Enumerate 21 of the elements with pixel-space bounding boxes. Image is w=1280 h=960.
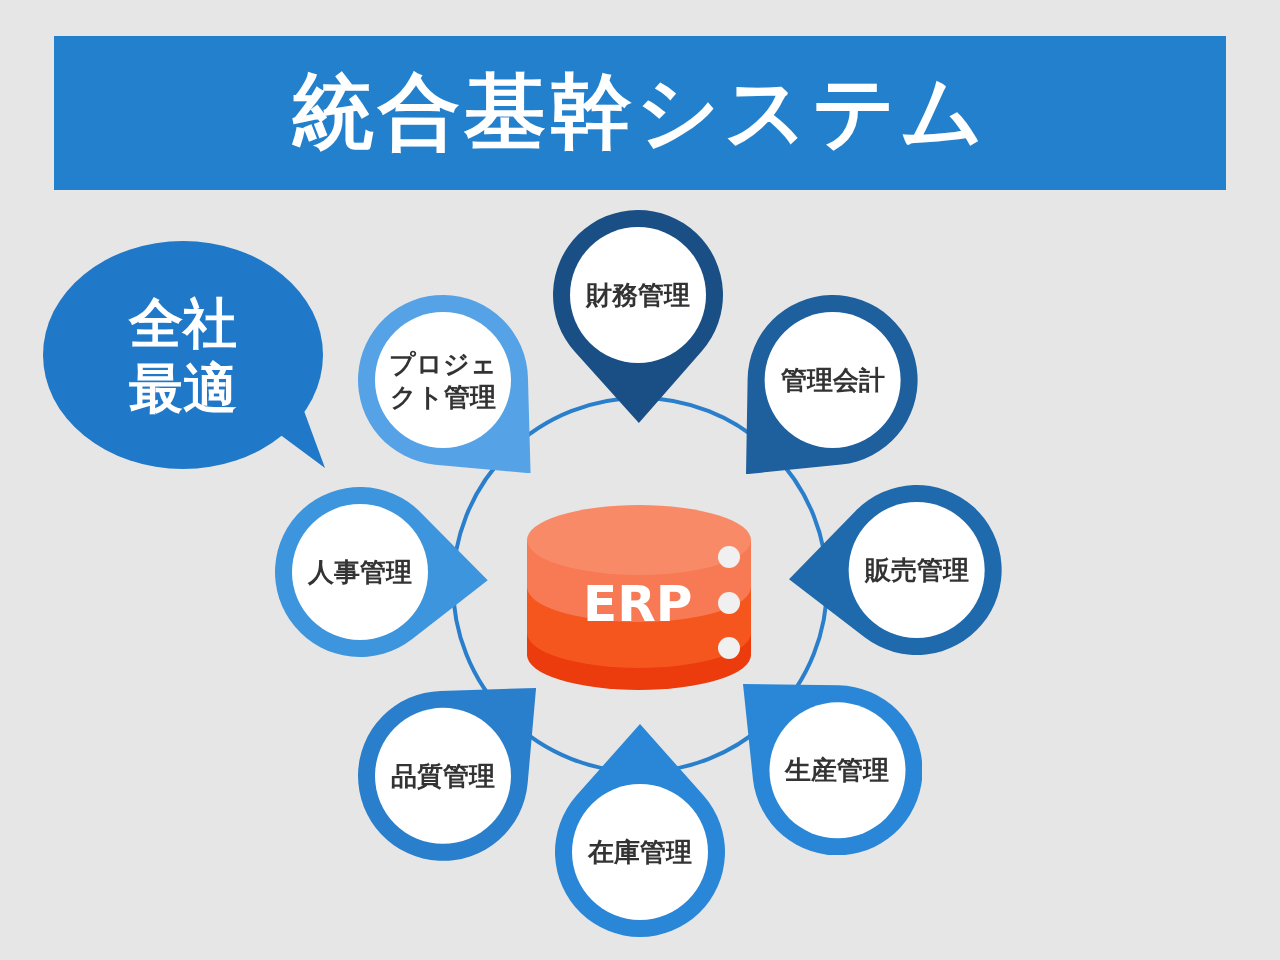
- node-label: ERP: [583, 575, 693, 633]
- bubble-text: 全社最適: [127, 292, 238, 422]
- teardrop-marker: [746, 295, 918, 475]
- node-label: 生産管理: [783, 753, 890, 787]
- teardrop-marker: [358, 295, 531, 474]
- node-label: 品質管理: [390, 759, 496, 793]
- teardrop-marker: [789, 485, 1002, 655]
- database-cylinder: [527, 505, 751, 690]
- teardrop-marker: [275, 487, 488, 657]
- speech-bubble: [42, 240, 327, 470]
- teardrop-marker: [358, 688, 537, 861]
- node-label: 販売管理: [863, 553, 970, 587]
- node-label: プロジェクト管理: [388, 347, 498, 413]
- node-label: 財務管理: [584, 278, 691, 312]
- node-label: 在庫管理: [586, 835, 693, 869]
- node-label: 人事管理: [307, 555, 413, 589]
- teardrop-marker: [555, 724, 725, 937]
- teardrop-marker: [553, 210, 723, 423]
- teardrop-marker: [742, 683, 922, 855]
- node-label: 管理会計: [780, 363, 886, 397]
- title-banner: 統合基幹システム: [54, 36, 1226, 190]
